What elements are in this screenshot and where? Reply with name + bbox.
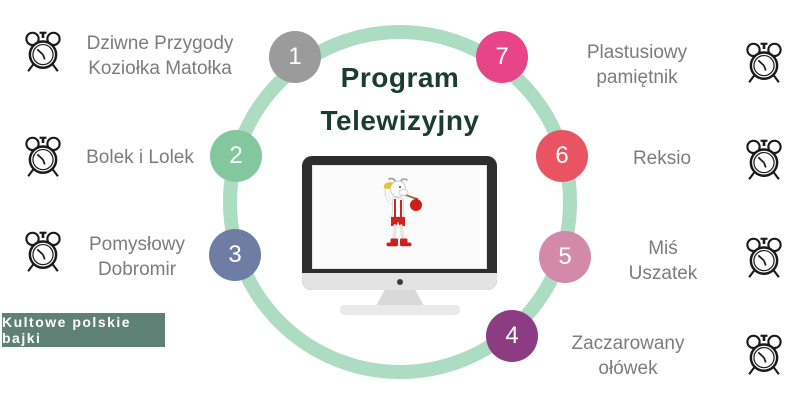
tv-monitor-button <box>396 278 403 285</box>
step-circle-4: 4 <box>486 310 538 362</box>
step-label-7: Plastusiowy pamiętnik <box>557 40 717 90</box>
step-label-3: Pomysłowy Dobromir <box>57 232 217 282</box>
step-label-6-line-1: Reksio <box>632 148 692 169</box>
step-label-5-line-2: Uszatek <box>628 263 698 284</box>
ring-circle <box>223 25 577 379</box>
step-circle-6: 6 <box>536 130 588 182</box>
goat-character-illustration <box>383 177 422 247</box>
tv-monitor-base <box>340 305 460 314</box>
step-circle-5: 5 <box>539 231 591 283</box>
step-label-6: Reksio <box>582 146 742 171</box>
alarm-clock-icon <box>746 139 782 180</box>
step-circle-7: 7 <box>476 31 528 83</box>
step-label-5-line-1: Miś <box>648 238 678 259</box>
step-circle-1: 1 <box>269 31 321 83</box>
step-label-2: Bolek i Lolek <box>60 145 220 170</box>
step-label-4-line-1: Zaczarowany <box>571 333 685 354</box>
step-label-3-line-2: Dobromir <box>97 259 177 280</box>
step-label-7-line-2: pamiętnik <box>596 67 678 88</box>
alarm-clock-icon <box>25 136 61 177</box>
step-label-3-line-1: Pomysłowy <box>88 234 186 255</box>
title-line-1: Program <box>340 62 460 93</box>
alarm-clock-icon <box>25 31 61 72</box>
step-label-1-line-1: Dziwne Przygody <box>86 33 234 54</box>
step-label-7-line-1: Plastusiowy <box>586 42 688 63</box>
tv-monitor-chin <box>302 273 497 290</box>
alarm-clock-icon <box>746 42 782 83</box>
step-label-5: Miś Uszatek <box>583 236 743 286</box>
title-line-2: Telewizyjny <box>320 105 480 136</box>
category-badge: Kultowe polskie bajki <box>2 313 165 347</box>
step-circle-3: 3 <box>209 229 261 281</box>
alarm-clock-icon <box>746 334 782 375</box>
step-label-2-line-1: Bolek i Lolek <box>86 147 194 168</box>
step-circle-2: 2 <box>210 130 262 182</box>
step-label-4-line-2: ołówek <box>598 358 658 379</box>
step-label-1: Dziwne Przygody Koziołka Matołka <box>80 31 240 81</box>
alarm-clock-icon <box>746 237 782 278</box>
infographic-title: Program Telewizyjny <box>290 56 510 142</box>
tv-monitor-stand <box>376 290 424 306</box>
step-label-4: Zaczarowany ołówek <box>548 331 708 381</box>
step-label-1-line-2: Koziołka Matołka <box>88 58 232 79</box>
alarm-clock-icon <box>25 231 61 272</box>
